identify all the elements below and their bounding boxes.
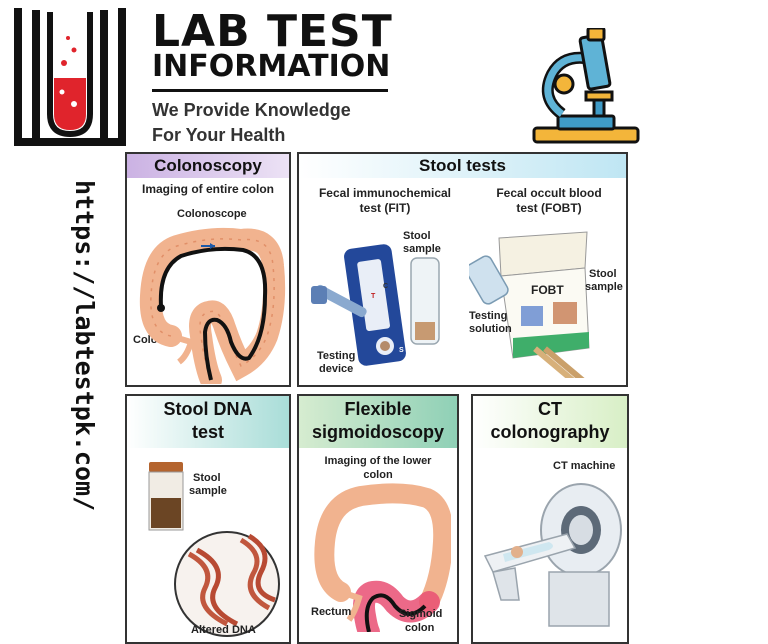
panel-stool-tests-title: Stool tests: [419, 156, 506, 175]
panel-stool-dna-header: Stool DNA test: [127, 396, 289, 448]
sigmoid-colon-label-2: colon: [405, 622, 435, 634]
fit-device-illustration: [311, 244, 440, 366]
sigmoid-illustration: [314, 483, 451, 632]
fit-stool-label-1: Stool: [403, 230, 431, 242]
stool-dna-illustration: [148, 462, 280, 637]
ct-machine-label: CT machine: [553, 460, 616, 472]
panel-flex-sig-header: Flexible sigmoidoscopy: [299, 396, 457, 448]
brand-subtitle: INFORMATION: [152, 49, 391, 84]
brand-title: LAB TEST: [152, 6, 393, 57]
panel-flexible-sigmoidoscopy: Flexible sigmoidoscopy Imaging of the lo…: [297, 394, 459, 644]
flex-sig-caption-2: colon: [363, 469, 393, 481]
panel-stool-tests-header: Stool tests: [299, 154, 626, 178]
fit-mark-s: S: [399, 347, 404, 354]
site-url-text[interactable]: https://labtestpk.com/: [70, 180, 99, 512]
panel-ct-title-1: CT: [538, 399, 562, 419]
panel-colonoscopy-title: Colonoscopy: [154, 156, 262, 175]
fobt-solution-label-2: solution: [469, 323, 512, 335]
fobt-stool-label-1: Stool: [589, 268, 617, 280]
fit-mark-t: T: [371, 293, 376, 300]
fit-caption-line-2: test (FIT): [359, 201, 411, 215]
panel-ct-title-2: colonography: [490, 422, 610, 442]
tagline-line-1: We Provide Knowledge: [152, 100, 351, 120]
fobt-card-illustration: [469, 231, 593, 378]
stool-dna-sample-label-2: sample: [189, 485, 227, 497]
brand-divider: [152, 89, 388, 92]
microscope-icon: [532, 28, 642, 146]
colon-illustration: [139, 227, 286, 384]
ct-machine-illustration: [483, 483, 622, 627]
tagline-line-2: For Your Health: [152, 125, 286, 145]
test-tube-logo-icon: [14, 8, 128, 146]
site-url[interactable]: https://labtestpk.com/: [55, 180, 105, 512]
rectum-label: Rectum: [311, 606, 352, 618]
panel-stool-tests: Stool tests Fecal immunochemical test (F…: [297, 152, 628, 387]
fobt-card-label: FOBT: [531, 283, 564, 297]
flex-sig-caption-1: Imaging of the lower: [324, 455, 432, 467]
panel-stool-dna-title-1: Stool DNA: [163, 399, 253, 419]
fit-stool-label-2: sample: [403, 243, 441, 255]
fobt-solution-label-1: Testing: [469, 310, 508, 322]
fobt-caption-line-1: Fecal occult blood: [496, 186, 602, 200]
stool-dna-sample-label-1: Stool: [193, 472, 221, 484]
sigmoid-colon-label-1: Sigmoid: [399, 608, 443, 620]
panel-flex-sig-title-1: Flexible: [344, 399, 412, 419]
panel-ct-header: CT colonography: [473, 396, 627, 448]
fobt-caption-line-2: test (FOBT): [516, 201, 582, 215]
colonoscope-label: Colonoscope: [177, 208, 247, 220]
fit-device-label-1: Testing: [317, 350, 356, 362]
panel-colonoscopy: Colonoscopy Imaging of entire colon Colo…: [125, 152, 291, 387]
panel-stool-dna: Stool DNA test Stool sample Altered DNA: [125, 394, 291, 644]
fit-device-label-2: device: [319, 363, 354, 375]
altered-dna-label: Altered DNA: [191, 624, 256, 636]
panel-flex-sig-title-2: sigmoidoscopy: [311, 422, 445, 442]
panel-colonoscopy-header: Colonoscopy: [127, 154, 289, 178]
colonoscopy-caption: Imaging of entire colon: [141, 182, 274, 196]
fit-mark-c: C: [383, 283, 389, 290]
panel-ct-colonography: CT colonography CT machine: [471, 394, 629, 644]
panel-stool-dna-title-2: test: [191, 422, 224, 442]
fobt-stool-label-2: sample: [585, 281, 623, 293]
fit-caption-line-1: Fecal immunochemical: [318, 186, 452, 200]
